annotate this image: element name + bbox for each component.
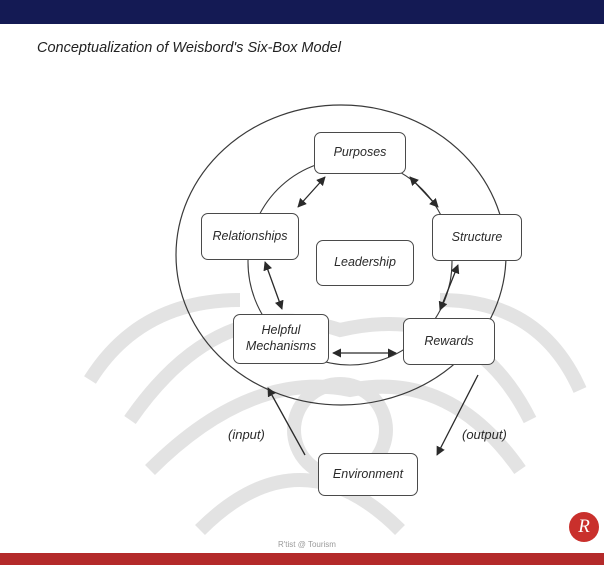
arrow-structure-rewards bbox=[438, 264, 460, 311]
brand-logo: R bbox=[569, 512, 599, 542]
arrow-output bbox=[436, 374, 479, 456]
box-rewards: Rewards bbox=[403, 318, 495, 365]
box-structure: Structure bbox=[432, 214, 522, 261]
arrow-relationships-mechanisms bbox=[263, 261, 284, 310]
box-purposes: Purposes bbox=[314, 132, 406, 174]
box-relationships: Relationships bbox=[201, 213, 299, 260]
label-input: (input) bbox=[228, 427, 265, 442]
label-output: (output) bbox=[462, 427, 507, 442]
footer-bar bbox=[0, 553, 604, 565]
footer-text: R'tist @ Tourism bbox=[278, 540, 336, 549]
arrow-purposes-structure bbox=[409, 176, 439, 208]
box-leadership: Leadership bbox=[316, 240, 414, 286]
arrow-purposes-relationships bbox=[297, 176, 326, 208]
header-bar bbox=[0, 0, 604, 24]
arrow-input bbox=[267, 387, 306, 456]
box-helpful-mechanisms: Helpful Mechanisms bbox=[233, 314, 329, 364]
slide-title: Conceptualization of Weisbord's Six-Box … bbox=[37, 40, 341, 56]
box-environment: Environment bbox=[318, 453, 418, 496]
